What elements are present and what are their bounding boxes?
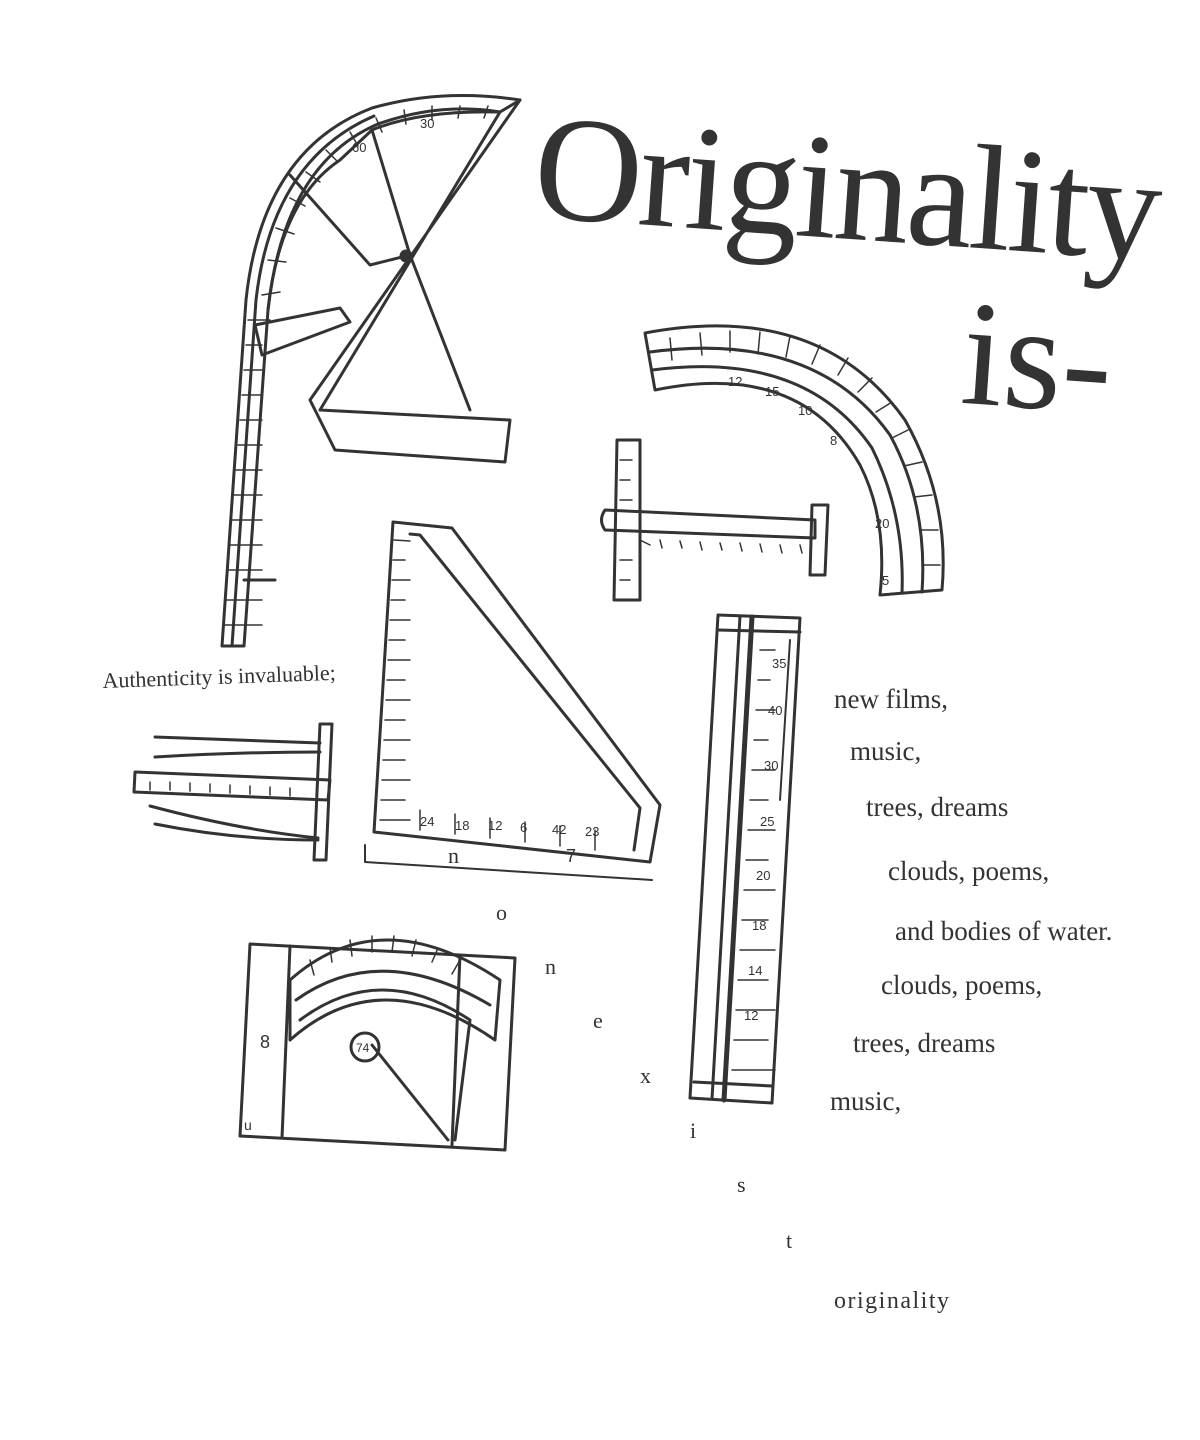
base-mark: 7 <box>566 846 576 866</box>
t-square-icon <box>600 438 830 602</box>
protractor-icon <box>220 94 522 648</box>
diagonal-letter-7: s <box>737 1172 746 1197</box>
poem-line-2: music, <box>850 736 922 766</box>
ruler-icon <box>688 613 802 1105</box>
poem-line-4: clouds, poems, <box>888 856 1050 886</box>
arc-ruler-icon <box>643 324 945 597</box>
ruler-number-7: 14 <box>748 963 762 978</box>
diagonal-letter-8: t <box>786 1228 793 1253</box>
ruler-number-6: 18 <box>752 918 766 933</box>
poem-line-8: music, <box>830 1086 902 1116</box>
vernier-side-b: u <box>244 1117 252 1133</box>
set-square-icon <box>364 520 662 881</box>
triangle-number-6: 23 <box>585 824 599 839</box>
diagonal-letter-2: o <box>496 900 507 925</box>
poem-line-3: trees, dreams <box>866 792 1009 822</box>
vernier-protractor-icon <box>238 935 517 1152</box>
ruler-number-2: 40 <box>768 703 782 718</box>
diagonal-letter-3: n <box>545 954 556 979</box>
triangle-number-1: 24 <box>420 814 434 829</box>
arc-number-3: 10 <box>798 403 812 418</box>
protractor-number-2: 60 <box>352 140 366 155</box>
poem-line-5: and bodies of water. <box>895 916 1113 946</box>
caliper-icon <box>132 722 334 862</box>
vernier-mark: 74 <box>356 1041 370 1055</box>
arc-number-2: 15 <box>765 384 779 399</box>
poem-line-6: clouds, poems, <box>881 970 1043 1000</box>
page-title: Originality <box>528 84 1165 294</box>
triangle-number-3: 12 <box>488 818 502 833</box>
arc-number-6: 5 <box>882 573 889 588</box>
ruler-number-4: 25 <box>760 814 774 829</box>
ruler-number-5: 20 <box>756 868 770 883</box>
diagonal-letter-1: n <box>448 843 459 868</box>
vernier-side-a: 8 <box>260 1032 270 1052</box>
ruler-number-3: 30 <box>764 758 778 773</box>
triangle-number-4: 6 <box>520 820 527 835</box>
poem-line-1: new films, <box>834 684 948 714</box>
arc-number-4: 8 <box>830 433 837 448</box>
ruler-number-1: 35 <box>772 656 786 671</box>
arc-number-1: 12 <box>728 374 742 389</box>
page-subtitle: is- <box>956 270 1119 447</box>
diagonal-letter-6: i <box>690 1118 697 1143</box>
closing-word: originality <box>834 1288 951 1314</box>
diagonal-letter-5: x <box>640 1063 651 1088</box>
triangle-number-2: 18 <box>455 818 469 833</box>
protractor-number-1: 30 <box>420 116 434 131</box>
triangle-number-5: 42 <box>552 822 566 837</box>
arc-number-5: 20 <box>875 516 889 531</box>
ruler-number-8: 12 <box>744 1008 758 1023</box>
diagonal-letter-4: e <box>593 1008 603 1033</box>
poem-line-7: trees, dreams <box>853 1028 996 1058</box>
